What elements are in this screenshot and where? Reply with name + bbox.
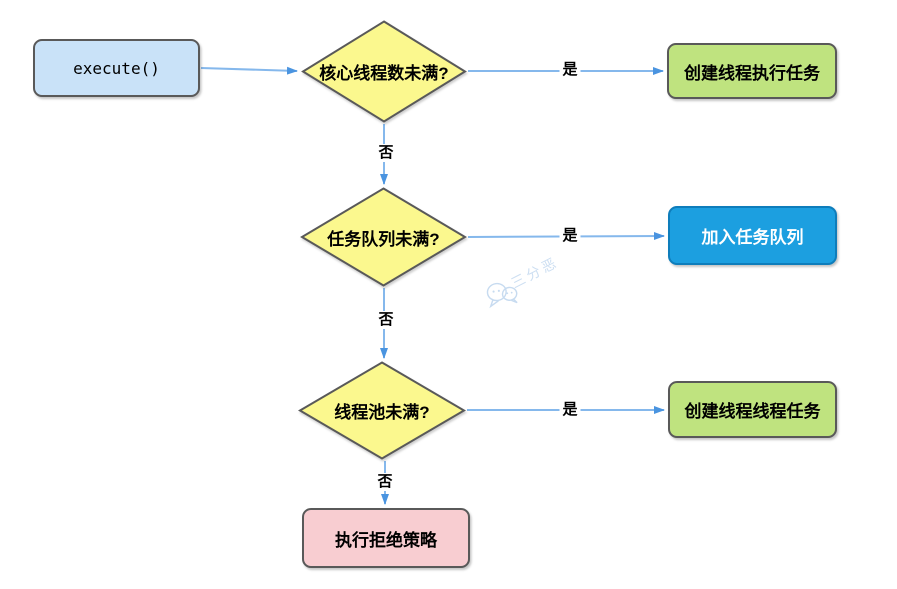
node-decision-task-queue: 任务队列未满? — [300, 187, 467, 287]
create-thread-run-task-label: 创建线程执行任务 — [684, 63, 820, 83]
decision-task-queue-label: 任务队列未满? — [327, 229, 440, 249]
node-create-thread-task: 创建线程线程任务 — [668, 381, 837, 438]
edge-label-yes-3: 是 — [559, 401, 581, 419]
diamond-shape — [301, 20, 467, 123]
edge-label-no-3: 否 — [374, 473, 396, 491]
diamond-shape — [298, 361, 466, 460]
node-decision-thread-pool: 线程池未满? — [298, 361, 466, 460]
edge-label-yes-1: 是 — [559, 61, 581, 79]
diamond-shape — [300, 187, 467, 287]
add-to-task-queue-label: 加入任务队列 — [701, 228, 804, 247]
create-thread-task-label: 创建线程线程任务 — [684, 402, 821, 421]
node-create-thread-run-task: 创建线程执行任务 — [667, 43, 837, 99]
node-execute-rejection-policy: 执行拒绝策略 — [302, 508, 470, 568]
decision-thread-pool-label: 线程池未满? — [334, 403, 430, 422]
execute-rejection-policy-label: 执行拒绝策略 — [335, 530, 437, 550]
node-execute-label: execute() — [73, 58, 160, 78]
node-add-to-task-queue: 加入任务队列 — [668, 206, 837, 265]
node-execute: execute() — [33, 39, 200, 97]
node-decision-core-threads: 核心线程数未满? — [301, 20, 467, 123]
edge-label-yes-2: 是 — [559, 227, 581, 245]
edge-label-no-2: 否 — [375, 311, 397, 329]
edge-start-to-core-decision — [200, 66, 298, 75]
decision-core-threads-label: 核心线程数未满? — [319, 64, 449, 83]
edge-label-no-1: 否 — [375, 144, 397, 162]
